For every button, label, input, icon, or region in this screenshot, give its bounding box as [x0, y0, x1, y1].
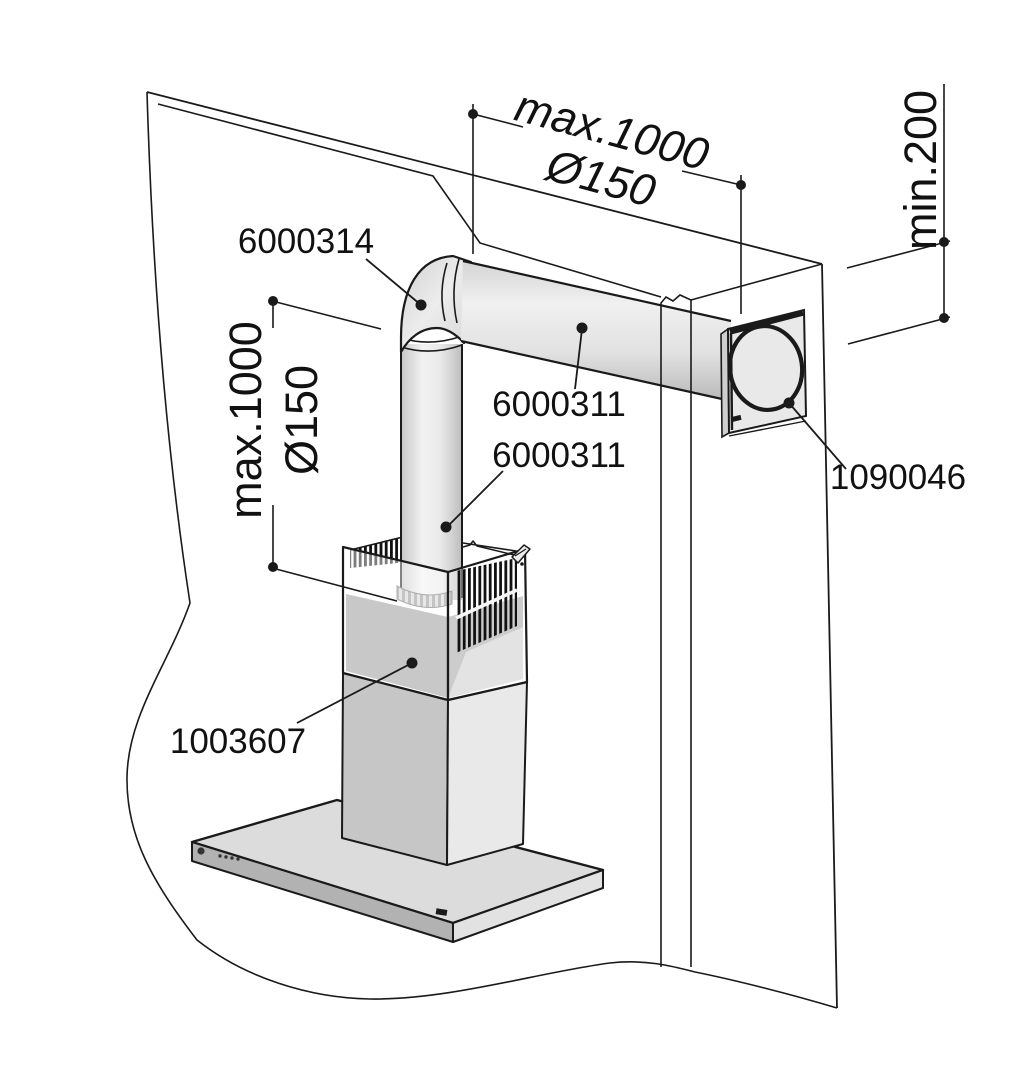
label-horizontal-pipe: 6000311 — [492, 385, 626, 424]
horizontal-duct-pipe — [460, 259, 732, 403]
vent-plate-logo — [730, 414, 742, 423]
leader-chimney — [296, 657, 418, 724]
elbow-seam-arcs — [441, 258, 460, 324]
canopy-logo — [435, 908, 448, 916]
label-vertical-pipe: 6000311 — [492, 436, 626, 475]
chimney-lower-right-face — [446, 681, 528, 866]
label-chimney: 1003607 — [170, 722, 306, 761]
wall-top-edge-far — [146, 91, 823, 265]
vent-plate-bottom-depth — [728, 420, 807, 437]
dim-left-length-text: max.1000 — [220, 321, 271, 519]
hood-chimney-upper — [341, 540, 531, 702]
chimney-lower-left-face — [341, 672, 449, 866]
inner-duct-floor — [448, 627, 523, 698]
wall-top-edge-near — [157, 103, 662, 298]
dim-right-clearance-text: min.200 — [895, 90, 946, 250]
leader-elbow — [365, 258, 427, 311]
wall-vent-plate — [720, 308, 808, 439]
hood-canopy — [190, 798, 605, 943]
leader-vertical-pipe — [440, 470, 504, 533]
wall-outline — [126, 91, 838, 1009]
wall-side-top-edge — [690, 263, 823, 301]
chimney-top-rim-left — [349, 535, 408, 568]
dimension-right-wall-clearance — [846, 84, 951, 345]
vertical-duct-pipe — [396, 335, 463, 609]
label-wall-vent: 1090046 — [830, 458, 966, 497]
dim-left-diameter-text: Ø150 — [276, 365, 327, 475]
label-elbow: 6000314 — [238, 222, 374, 261]
canopy-front-right-edge — [452, 869, 604, 943]
hood-chimney-lower — [341, 672, 528, 866]
vent-plate-top-shadow — [729, 310, 804, 335]
duct-adapter-cone — [396, 585, 453, 609]
leader-lines — [296, 258, 847, 724]
leader-horizontal-pipe — [574, 322, 588, 390]
chimney-upper-left-face — [341, 545, 450, 702]
chimney-screw-dot — [520, 562, 524, 566]
canopy-control-knob — [197, 847, 205, 855]
inner-duct-left-face — [346, 594, 448, 698]
dimension-top-horizontal-run — [468, 104, 746, 314]
wall-inner-corner-edges — [660, 294, 692, 967]
dimension-left-vertical-run — [268, 296, 398, 602]
wall-left-and-bottom-edge — [126, 91, 838, 1009]
chimney-mount-bracket — [511, 544, 531, 564]
leader-wall-vent — [783, 397, 847, 470]
canopy-control-dots — [218, 854, 240, 861]
vent-circle — [727, 324, 805, 412]
chimney-back-rim — [462, 540, 517, 556]
duct-elbow — [399, 254, 473, 354]
chimney-grille-divider — [455, 588, 518, 620]
wall-right-edge — [821, 263, 838, 1009]
